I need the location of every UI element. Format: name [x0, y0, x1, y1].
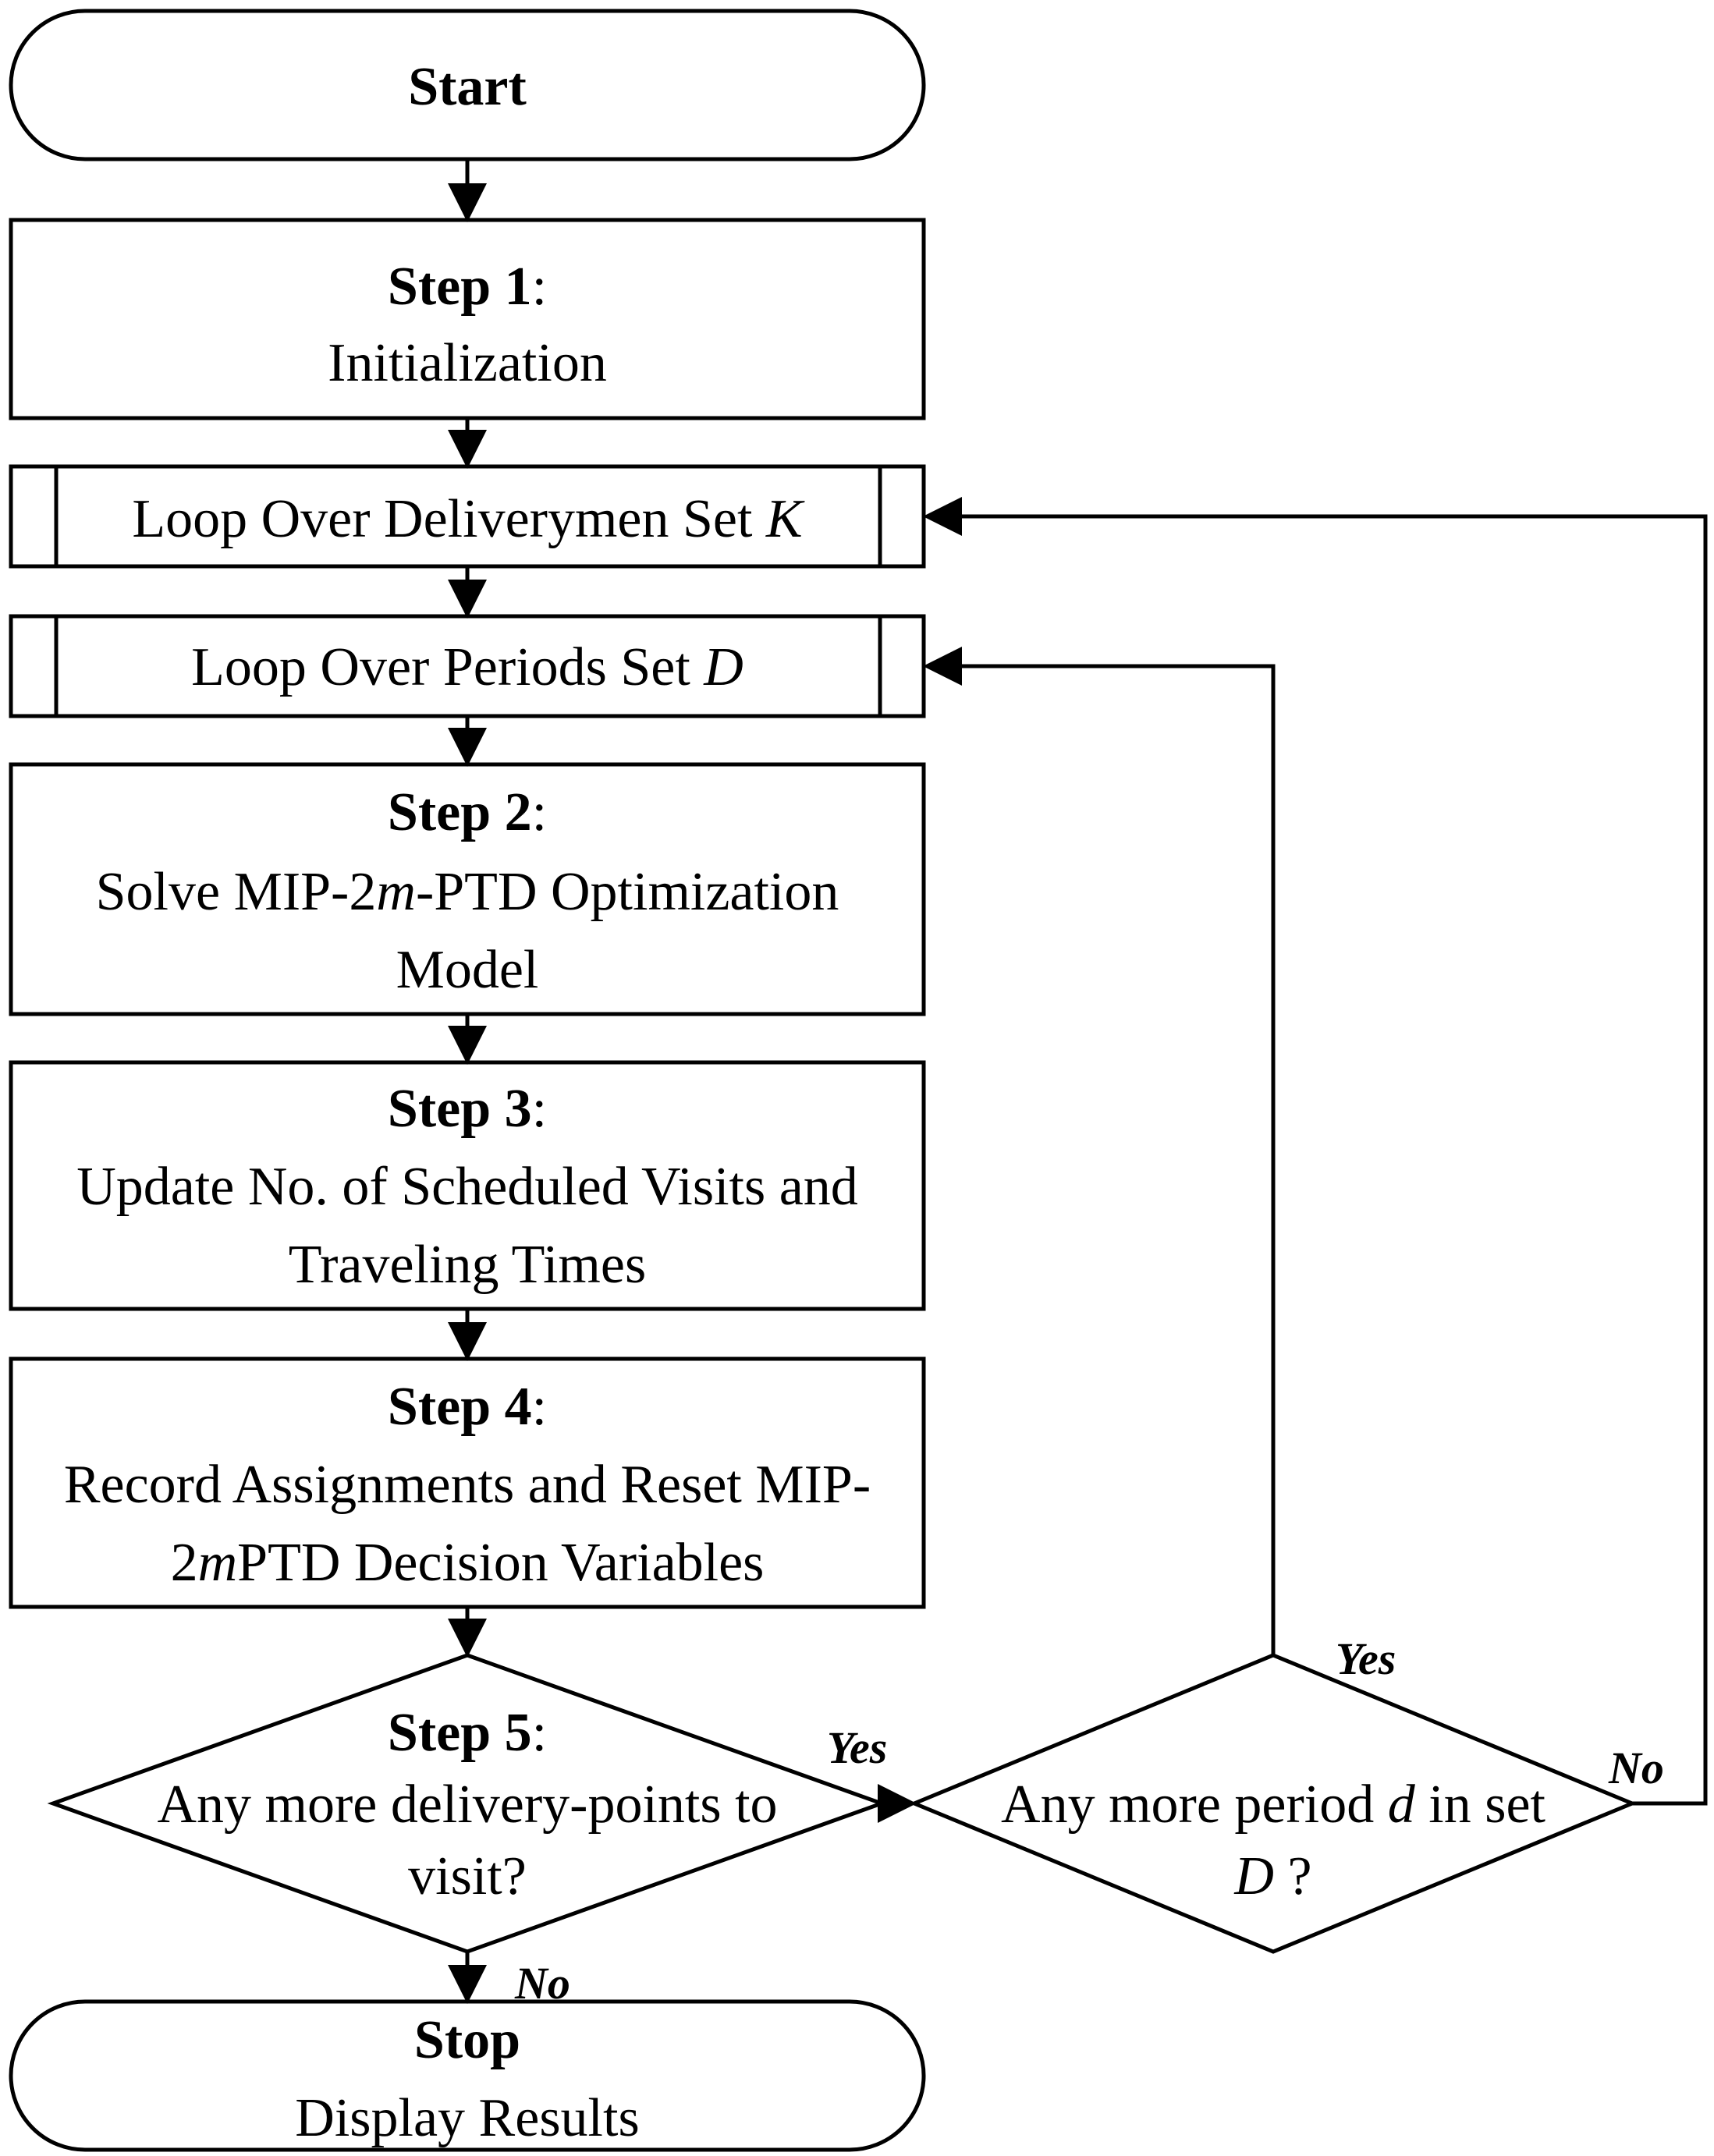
loop-deliverymen-prefix: Loop Over Deliverymen Set: [132, 489, 766, 549]
arrow-period-yes-to-loop-d: [923, 647, 1276, 1655]
loop-periods-prefix: Loop Over Periods Set: [191, 637, 704, 697]
step4-line1: Record Assignments and Reset MIP-: [64, 1455, 871, 1515]
step2-line2: Model: [396, 940, 539, 1000]
step5-colon: :: [532, 1703, 547, 1763]
step3-box: Step 3: Update No. of Scheduled Visits a…: [9, 1060, 926, 1311]
start-node: Start: [9, 9, 926, 161]
step2-line1-a: Solve MIP-2: [96, 862, 377, 922]
step2-line1-var: m: [376, 862, 416, 922]
step1-title: Step 1: [388, 257, 532, 317]
label-yes-period: Yes: [1336, 1633, 1396, 1684]
step3-title-line: Step 3:: [388, 1079, 547, 1139]
period-line1: Any more period d in set: [1001, 1775, 1545, 1835]
stop-node: Stop Display Results: [9, 1999, 926, 2152]
loop-deliverymen-var: K: [765, 489, 805, 549]
main-flow-arrows: [448, 159, 1708, 2004]
period-line2-b: ?: [1274, 1846, 1312, 1906]
loop-deliverymen-box: Loop Over Deliverymen Set K: [9, 464, 926, 569]
step2-title: Step 2: [388, 782, 532, 842]
step4-title: Step 4: [388, 1377, 532, 1437]
period-line1-var: d: [1388, 1775, 1416, 1835]
label-no-step5: No: [514, 1958, 570, 2009]
step3-line2: Traveling Times: [289, 1235, 646, 1295]
stop-subtitle: Display Results: [295, 2088, 639, 2148]
step2-colon: :: [532, 782, 547, 842]
step4-line2-var: m: [198, 1533, 238, 1593]
step4-line2: 2mPTD Decision Variables: [171, 1533, 765, 1593]
period-line2: D ?: [1233, 1846, 1311, 1906]
period-line1-b: in set: [1415, 1775, 1546, 1835]
loop-periods-label: Loop Over Periods Set D: [191, 637, 743, 697]
step2-line1-b: -PTD Optimization: [416, 862, 839, 922]
step4-line2-a: 2: [171, 1533, 198, 1593]
label-yes-step5: Yes: [827, 1722, 887, 1773]
step2-box: Step 2: Solve MIP-2m-PTD Optimization Mo…: [9, 762, 926, 1016]
step1-text: Initialization: [328, 333, 607, 393]
start-label: Start: [408, 57, 527, 117]
step5-title: Step 5: [388, 1703, 532, 1763]
step5-title-line: Step 5:: [388, 1703, 547, 1763]
loop-periods-box: Loop Over Periods Set D: [9, 614, 926, 718]
step4-colon: :: [532, 1377, 547, 1437]
label-no-period: No: [1608, 1743, 1664, 1793]
arrow-period-no-to-loop-k: [923, 497, 1708, 1806]
loop-periods-var: D: [703, 637, 743, 697]
step5-decision: Step 5: Any more delivery-points to visi…: [47, 1653, 888, 1954]
stop-title: Stop: [414, 2010, 520, 2070]
step4-line2-b: PTD Decision Variables: [237, 1533, 764, 1593]
step5-line2: visit?: [408, 1846, 527, 1906]
step3-line1: Update No. of Scheduled Visits and: [76, 1157, 858, 1217]
period-decision: Any more period d in set D ?: [909, 1653, 1638, 1954]
step3-title: Step 3: [388, 1079, 532, 1139]
step5-line1: Any more delivery-points to: [157, 1775, 777, 1835]
step2-line1: Solve MIP-2m-PTD Optimization: [96, 862, 839, 922]
period-line2-var: D: [1233, 1846, 1274, 1906]
step1-box: Step 1: Initialization: [9, 218, 926, 420]
loop-deliverymen-label: Loop Over Deliverymen Set K: [132, 489, 805, 549]
step3-colon: :: [532, 1079, 547, 1139]
step4-box: Step 4: Record Assignments and Reset MIP…: [9, 1356, 926, 1609]
step2-title-line: Step 2:: [388, 782, 547, 842]
step4-title-line: Step 4:: [388, 1377, 547, 1437]
step1-title-line: Step 1:: [388, 257, 547, 317]
period-line1-a: Any more period: [1001, 1775, 1388, 1835]
step1-colon: :: [532, 257, 547, 317]
